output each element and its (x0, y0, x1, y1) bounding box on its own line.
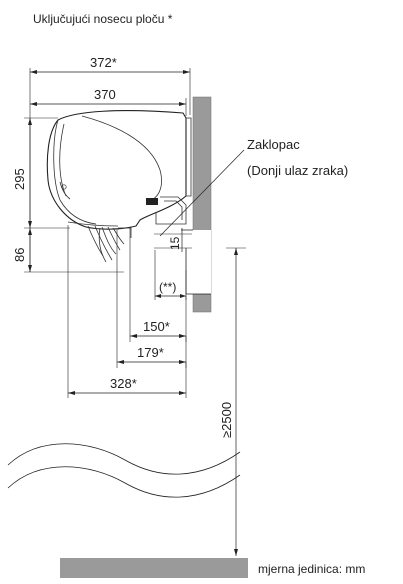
label-179: 179* (137, 345, 164, 360)
floor (60, 558, 248, 578)
break-lines (7, 443, 241, 498)
callout-leader (159, 149, 245, 237)
label-370: 370 (94, 87, 116, 102)
diagram-title: Uključujući nosecu ploču * (33, 12, 173, 26)
label-15: 15 (168, 236, 182, 250)
dim-note (154, 250, 187, 300)
wall (181, 96, 212, 313)
dim-86 (24, 228, 124, 273)
dim-2500 (226, 247, 246, 556)
callout-line2: (Donji ulaz zraka) (247, 163, 348, 178)
dim-150 (129, 228, 187, 342)
label-295: 295 (12, 168, 27, 190)
unit-note: mjerna jedinica: mm (258, 562, 365, 576)
dim-370 (30, 98, 187, 116)
label-328: 328* (110, 376, 137, 391)
label-86: 86 (12, 248, 27, 262)
label-note: (**) (159, 280, 176, 294)
label-2500: ≥2500 (219, 402, 234, 438)
indoor-unit (46, 110, 192, 263)
label-372: 372* (90, 55, 117, 70)
dim-295 (24, 117, 70, 229)
dim-15 (154, 228, 192, 252)
callout-line1: Zaklopac (247, 137, 300, 152)
dim-328 (67, 225, 187, 398)
label-150: 150* (143, 319, 170, 334)
